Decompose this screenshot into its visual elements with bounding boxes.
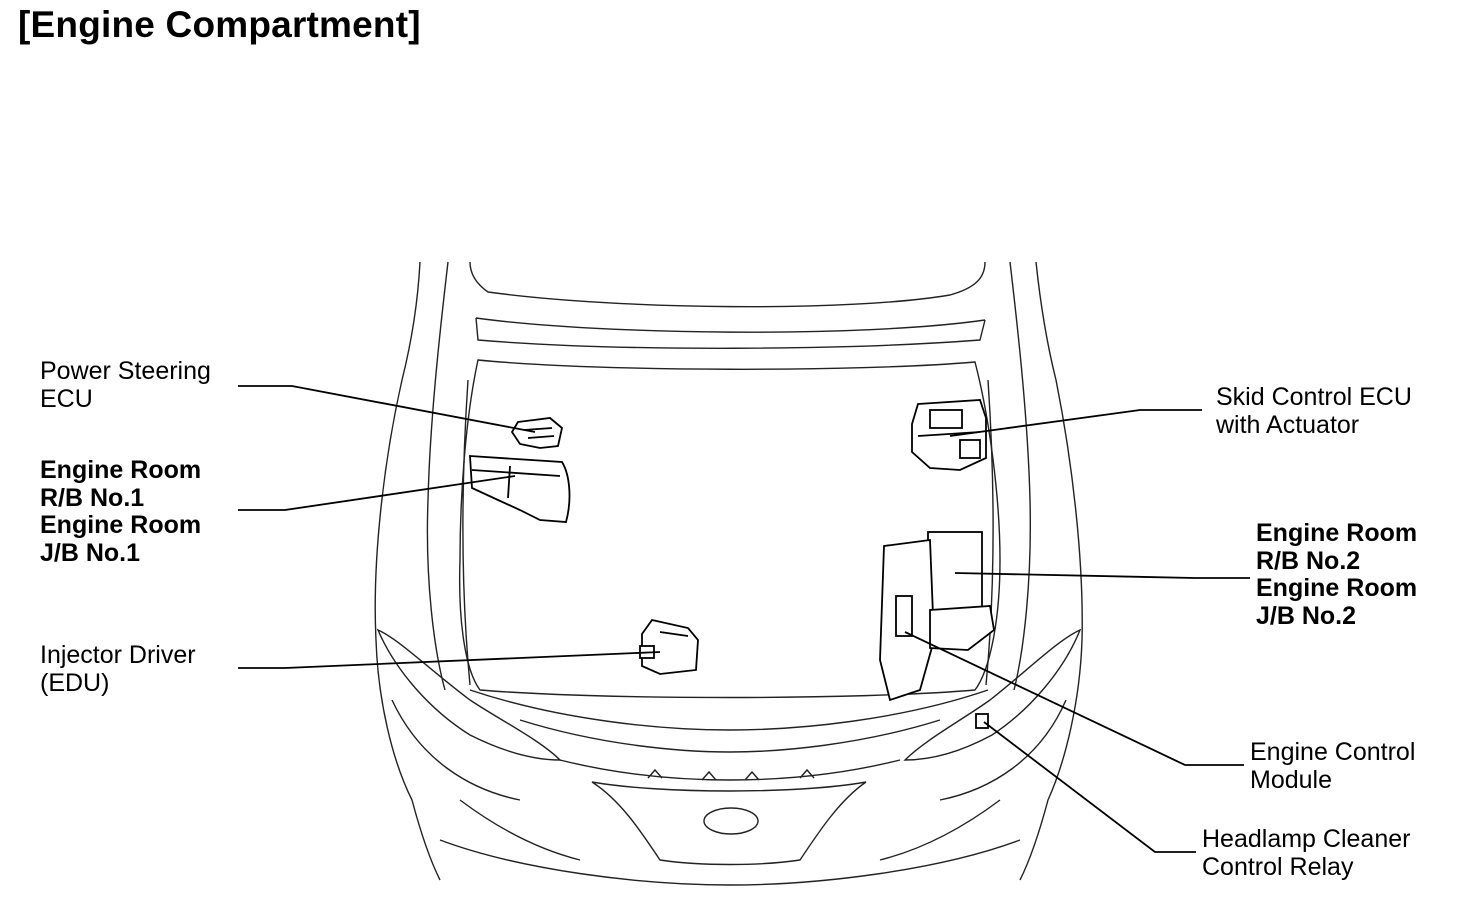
front-vent-3 [744, 770, 760, 781]
engine-room-rb-jb-1-part [469, 455, 571, 523]
label-line: Engine Room [40, 511, 202, 539]
body-left-inner [426, 261, 449, 691]
leader-headlamp-cleaner [983, 721, 1196, 853]
front-upper-line [469, 689, 989, 731]
label-line: ECU [40, 384, 93, 413]
label-line: Engine Control [1250, 738, 1416, 766]
front-lip [559, 759, 901, 781]
bay-inner-left [462, 379, 471, 686]
label-line: Skid Control ECU [1216, 383, 1412, 411]
front-emblem [703, 807, 759, 835]
engine-room-rb-jb-2-part [879, 531, 995, 702]
components [469, 399, 995, 729]
hood-outer [469, 261, 986, 308]
left-fender-line [391, 699, 521, 801]
leader-engine-room-2 [954, 572, 1250, 579]
front-vent-1 [647, 768, 663, 779]
car-outline [374, 261, 1083, 886]
right-headlamp [903, 628, 1082, 761]
label-engine-room-rb-jb-2: Engine Room R/B No.2 Engine Room J/B No.… [1256, 519, 1418, 630]
bay-inner-right [985, 379, 994, 686]
label-line: with Actuator [1216, 410, 1360, 439]
lower-intake-left [459, 799, 581, 861]
left-headlamp [376, 628, 562, 761]
leader-power-steering [238, 385, 536, 433]
leader-injector-driver [238, 651, 661, 669]
leader-skid-control [949, 409, 1202, 437]
engine-bay-outline [458, 359, 1001, 699]
grille [591, 781, 867, 866]
leader-lines [238, 385, 1250, 853]
headlamp-cleaner-relay-part [975, 713, 989, 729]
body-right-side [1019, 261, 1083, 881]
label-line: R/B No.1 [40, 483, 145, 512]
label-line: Power Steering [40, 357, 211, 385]
label-line: R/B No.2 [1256, 546, 1361, 575]
label-engine-control-module: Engine Control Module [1250, 738, 1416, 794]
label-line: Headlamp Cleaner [1202, 825, 1411, 853]
front-vent-2 [701, 770, 717, 781]
hood-inner [475, 317, 986, 333]
label-power-steering-ecu: Power Steering ECU [40, 357, 211, 413]
label-line: J/B No.2 [1256, 601, 1357, 630]
page-title: [Engine Compartment] [18, 4, 421, 45]
right-fender-line [939, 699, 1067, 801]
label-injector-driver: Injector Driver (EDU) [40, 641, 196, 697]
leader-engine-control [904, 631, 1244, 766]
leader-engine-room-1 [238, 475, 516, 511]
label-line: Engine Room [40, 456, 202, 484]
label-line: Module [1250, 765, 1332, 794]
body-right-inner [1009, 261, 1031, 691]
label-line: (EDU) [40, 668, 110, 697]
label-headlamp-cleaner-relay: Headlamp Cleaner Control Relay [1202, 825, 1411, 881]
label-skid-control-ecu: Skid Control ECU with Actuator [1216, 383, 1412, 439]
skid-control-ecu-part [911, 399, 987, 471]
label-line: Engine Room [1256, 519, 1418, 547]
injector-driver-part [639, 618, 699, 675]
body-left-side [374, 261, 441, 881]
hood-lower-edge [475, 317, 986, 349]
label-engine-room-rb-jb-1: Engine Room R/B No.1 Engine Room J/B No.… [40, 456, 202, 567]
front-cowl [519, 719, 941, 753]
label-line: Control Relay [1202, 852, 1354, 881]
label-line: Injector Driver [40, 641, 196, 669]
lower-intake-right [879, 799, 1001, 861]
label-line: J/B No.1 [40, 538, 141, 567]
lower-bumper [439, 839, 1021, 886]
front-vent-4 [799, 768, 815, 779]
label-line: Engine Room [1256, 574, 1418, 602]
power-steering-ecu-part [510, 417, 563, 449]
